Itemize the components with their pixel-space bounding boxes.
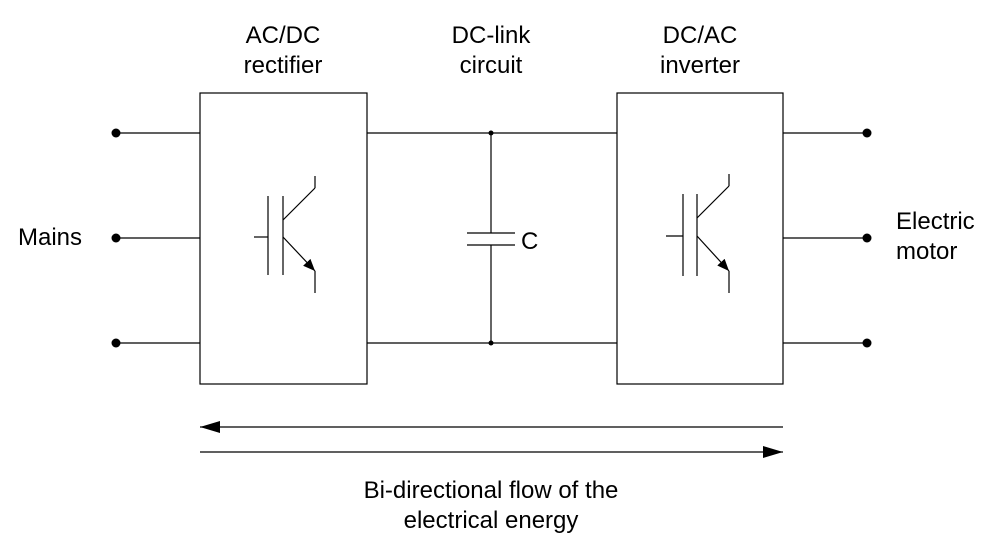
energy-flow-caption-line2: electrical energy [404,507,579,534]
inverter-title-line2: inverter [660,52,740,79]
dc-link-nodes [488,130,494,346]
motor-wires [783,132,867,344]
motor-label-line2: motor [896,238,957,265]
rectifier-title-line1: AC/DC [246,22,321,49]
energy-flow-caption-line1: Bi-directional flow of the [364,477,619,504]
motor-label-line1: Electric [896,208,975,235]
mains-terminals [111,128,121,348]
dc-link-wires [367,132,617,344]
mains-label: Mains [18,224,82,251]
mains-wires [116,132,200,344]
inverter-title-line1: DC/AC [663,22,738,49]
rectifier-transistor-icon [254,176,316,293]
dclink-title-line1: DC-link [452,22,532,49]
capacitor-icon [467,232,515,246]
motor-terminals [862,128,872,348]
capacitor-label: C [521,228,538,255]
rectifier-title-line2: rectifier [244,52,323,79]
inverter-transistor-icon [666,174,730,293]
dclink-title-line2: circuit [460,52,523,79]
